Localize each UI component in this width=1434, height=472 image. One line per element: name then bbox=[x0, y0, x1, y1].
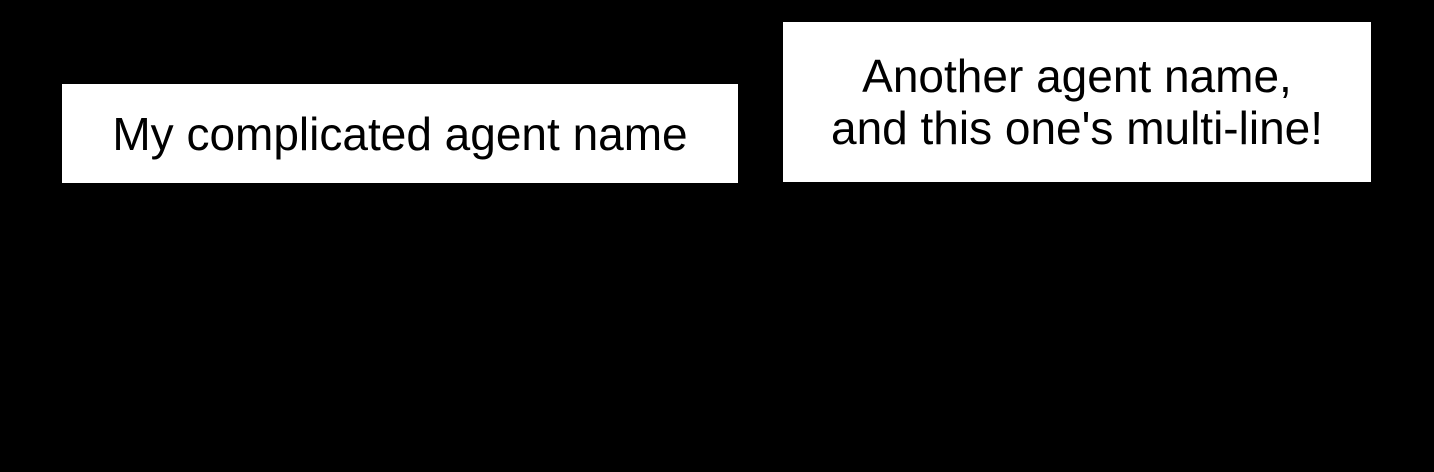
agent-node-label: My complicated agent name bbox=[112, 107, 688, 160]
agent-node-my-complicated-agent-name: My complicated agent name bbox=[62, 84, 738, 183]
agent-node-another-agent-name: Another agent name, and this one's multi… bbox=[783, 22, 1371, 182]
agent-node-label-line-2: and this one's multi-line! bbox=[830, 102, 1324, 154]
agent-node-label-line-1: Another agent name, bbox=[862, 50, 1292, 102]
